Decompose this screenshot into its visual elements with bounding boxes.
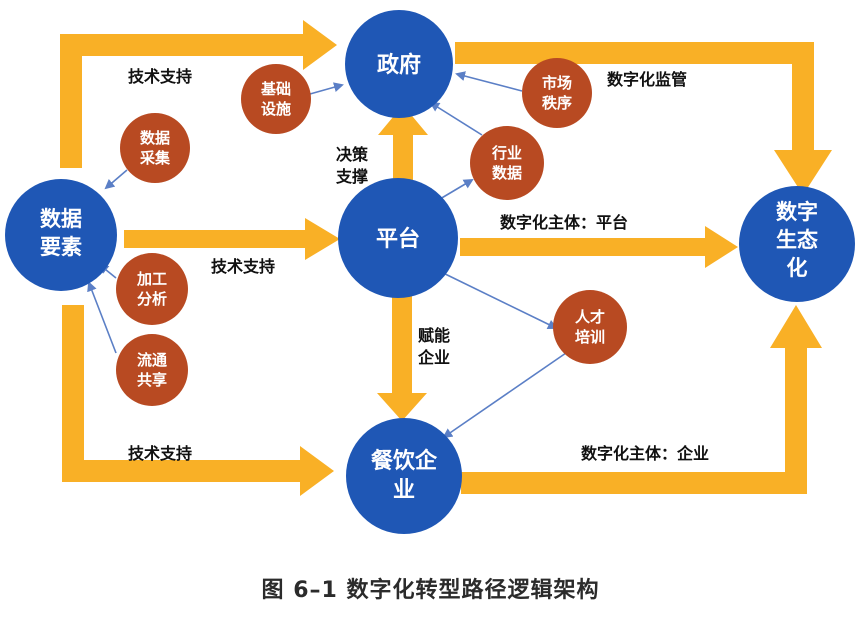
platform-node: 平台 bbox=[338, 178, 458, 298]
market-order-to-gov-arrow bbox=[455, 71, 523, 92]
data-collection-label-line2: 采集 bbox=[139, 149, 171, 167]
circulation-sharing-node: 流通 共享 bbox=[116, 334, 188, 406]
industry-data-label-line2: 数据 bbox=[492, 164, 522, 182]
logic-architecture-diagram: 政府 数据 要素 平台 餐饮企 业 数字 生态 化 基础 设施 市场 秩序 数据… bbox=[5, 10, 855, 534]
processing-analysis-label-line1: 加工 bbox=[136, 270, 167, 288]
decision-support-arrow bbox=[378, 105, 428, 180]
tech-support-label-middle: 技术支持 bbox=[211, 257, 275, 276]
data-collection-label-line1: 数据 bbox=[140, 129, 170, 147]
infrastructure-label-line1: 基础 bbox=[260, 80, 291, 98]
digital-subject-platform-label: 数字化主体：平台 bbox=[500, 213, 628, 232]
industry-data-node: 行业 数据 bbox=[470, 126, 544, 200]
circulation-sharing-label-line1: 流通 bbox=[137, 351, 167, 369]
processing-analysis-label-line2: 分析 bbox=[137, 290, 167, 308]
collection-to-data-arrow bbox=[104, 169, 128, 190]
talent-training-node: 人才 培训 bbox=[553, 290, 627, 364]
catering-enterprise-label-line2: 业 bbox=[393, 478, 415, 503]
circulation-sharing-label-line2: 共享 bbox=[137, 371, 167, 389]
figure-caption: 图 6–1 数字化转型路径逻辑架构 bbox=[261, 578, 600, 603]
platform-to-industry-data-arrow bbox=[439, 178, 474, 200]
data-collection-node: 数据 采集 bbox=[120, 113, 190, 183]
market-order-node: 市场 秩序 bbox=[522, 58, 592, 128]
catering-enterprise-node: 餐饮企 业 bbox=[346, 418, 462, 534]
processing-analysis-node: 加工 分析 bbox=[116, 253, 188, 325]
market-order-label-line1: 市场 bbox=[542, 74, 572, 92]
talent-to-enterprise-arrow bbox=[442, 352, 567, 439]
digital-ecology-node: 数字 生态 化 bbox=[739, 186, 855, 302]
digital-subject-enterprise-label: 数字化主体：企业 bbox=[581, 444, 709, 463]
talent-training-label-line2: 培训 bbox=[575, 328, 605, 346]
decision-support-label-line2: 支撑 bbox=[335, 167, 368, 186]
data-elements-label-line1: 数据 bbox=[40, 207, 82, 231]
tech-support-arrow-middle bbox=[124, 218, 340, 260]
digital-supervision-label: 数字化监管 bbox=[607, 70, 687, 89]
digital-ecology-label-line1: 数字 bbox=[776, 200, 818, 224]
tech-support-arrow-bottom bbox=[62, 305, 334, 496]
empower-enterprise-label-line1: 赋能 bbox=[418, 326, 450, 345]
empower-enterprise-arrow bbox=[377, 293, 427, 421]
government-node: 政府 bbox=[345, 10, 453, 118]
market-order-label-line2: 秩序 bbox=[542, 94, 572, 112]
industry-data-to-gov-arrow bbox=[429, 101, 483, 136]
infrastructure-to-gov-arrow bbox=[309, 82, 344, 95]
tech-support-label-top: 技术支持 bbox=[128, 67, 192, 86]
empower-enterprise-label-line2: 企业 bbox=[417, 348, 450, 367]
government-label: 政府 bbox=[377, 52, 421, 78]
platform-label: 平台 bbox=[376, 226, 420, 252]
platform-subject-arrow bbox=[460, 226, 738, 268]
infrastructure-label-line2: 设施 bbox=[261, 100, 291, 118]
gov-supervision-arrow bbox=[455, 42, 832, 195]
enterprise-subject-arrow bbox=[461, 305, 822, 494]
talent-training-label-line1: 人才 bbox=[575, 308, 605, 326]
data-elements-label-line2: 要素 bbox=[40, 235, 82, 259]
digital-ecology-label-line3: 化 bbox=[787, 256, 808, 280]
infrastructure-node: 基础 设施 bbox=[241, 64, 311, 134]
tech-support-arrow-top bbox=[60, 20, 337, 168]
platform-to-talent-arrow bbox=[436, 269, 558, 329]
decision-support-label-line1: 决策 bbox=[336, 145, 369, 164]
digital-ecology-label-line2: 生态 bbox=[776, 228, 818, 252]
tech-support-label-bottom: 技术支持 bbox=[128, 444, 192, 463]
catering-enterprise-label-line1: 餐饮企 bbox=[371, 448, 438, 474]
industry-data-label-line1: 行业 bbox=[491, 144, 522, 162]
sharing-to-data-arrow bbox=[87, 281, 117, 354]
data-elements-node: 数据 要素 bbox=[5, 179, 117, 291]
